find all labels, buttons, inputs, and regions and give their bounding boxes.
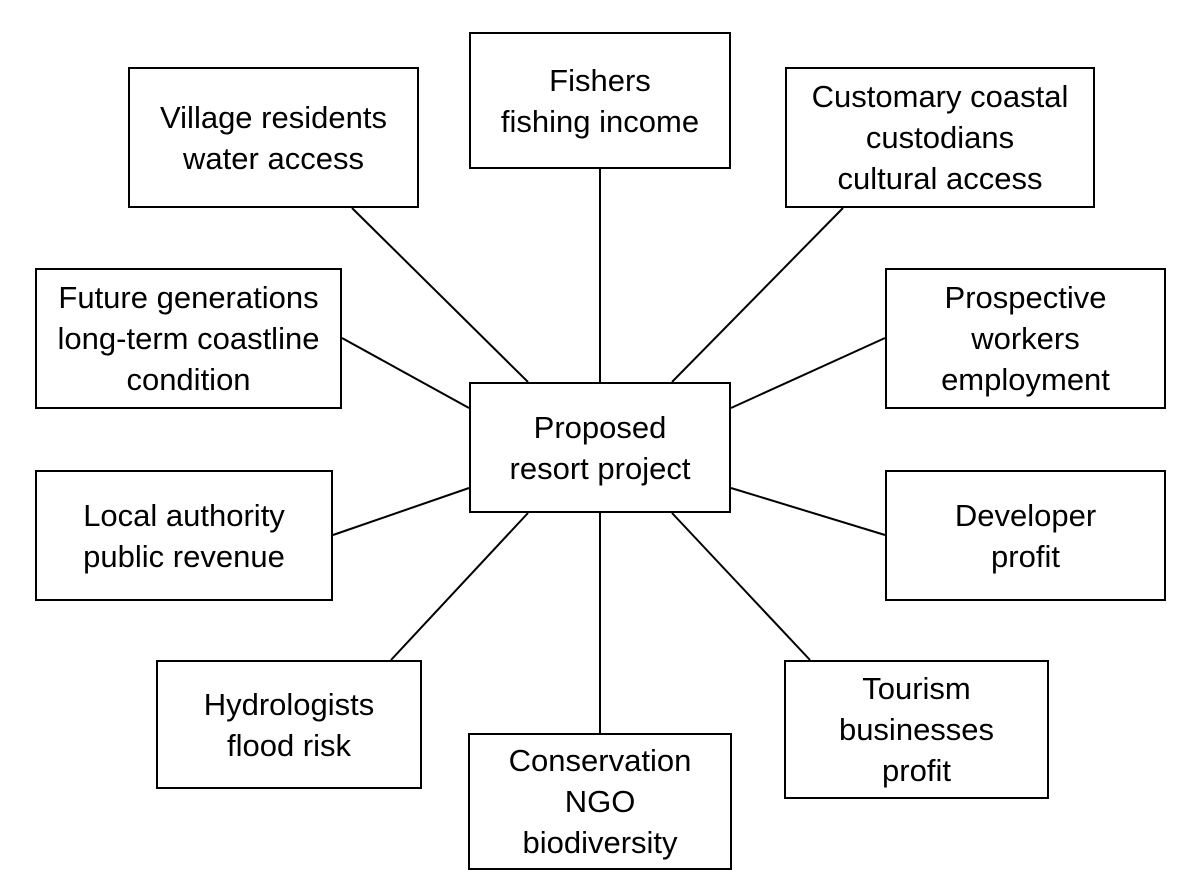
connector-hydro <box>390 512 529 661</box>
stakeholder-name: Local authority <box>83 497 285 533</box>
stakeholder-future-generations: Future generations long-term coastline c… <box>35 268 342 409</box>
stakeholder-tourism-businesses: Tourism businesses profit <box>784 660 1049 799</box>
stakeholder-name: businesses <box>838 712 995 747</box>
connector-village <box>351 207 529 383</box>
stakeholder-name: Future generations <box>58 280 319 315</box>
stakeholder-name: Customary coastal <box>811 79 1069 114</box>
stakeholder-village-residents: Village residents water access <box>128 67 419 208</box>
stakeholder-name: Fishers <box>549 62 651 98</box>
stakeholder-name: workers <box>971 321 1080 356</box>
center-line-2: resort project <box>509 450 691 486</box>
stakeholder-hydrologists: Hydrologists flood risk <box>156 660 422 789</box>
connector-custom <box>671 207 844 383</box>
stakeholder-customary-custodians: Customary coastal custodians cultural ac… <box>785 67 1095 208</box>
connector-local <box>332 487 470 536</box>
stakeholder-interest: profit <box>991 538 1060 574</box>
stakeholder-interest: long-term coastline <box>57 321 320 356</box>
stakeholder-name: Prospective <box>944 280 1107 315</box>
center-line-1: Proposed <box>533 409 667 445</box>
connector-workers <box>730 337 886 409</box>
stakeholder-local-authority: Local authority public revenue <box>35 470 333 601</box>
stakeholder-developer: Developer profit <box>885 470 1166 601</box>
stakeholder-interest: employment <box>941 362 1110 397</box>
stakeholder-prospective-workers: Prospective workers employment <box>885 268 1166 409</box>
stakeholder-name: Hydrologists <box>203 686 375 722</box>
stakeholder-name: NGO <box>564 784 636 819</box>
stakeholder-name: Tourism <box>862 671 971 706</box>
stakeholder-name: Developer <box>954 497 1097 533</box>
connector-dev <box>730 487 886 536</box>
stakeholder-interest: cultural access <box>837 161 1043 196</box>
stakeholder-interest: public revenue <box>83 538 285 574</box>
stakeholder-interest: condition <box>126 362 251 397</box>
stakeholder-name: Village residents <box>160 99 387 135</box>
stakeholder-interest: profit <box>882 753 951 788</box>
stakeholder-name: custodians <box>865 120 1015 155</box>
connector-future <box>341 337 470 409</box>
stakeholder-interest: fishing income <box>500 103 700 139</box>
stakeholder-fishers: Fishers fishing income <box>469 32 731 169</box>
stakeholder-name: Conservation <box>508 743 692 778</box>
stakeholder-interest: biodiversity <box>522 825 678 860</box>
stakeholder-conservation-ngo: Conservation NGO biodiversity <box>468 733 732 870</box>
stakeholder-interest: water access <box>183 140 364 176</box>
connector-tourism <box>671 512 811 661</box>
center-node-proposed-resort: Proposed resort project <box>469 382 731 513</box>
stakeholder-interest: flood risk <box>226 727 352 763</box>
